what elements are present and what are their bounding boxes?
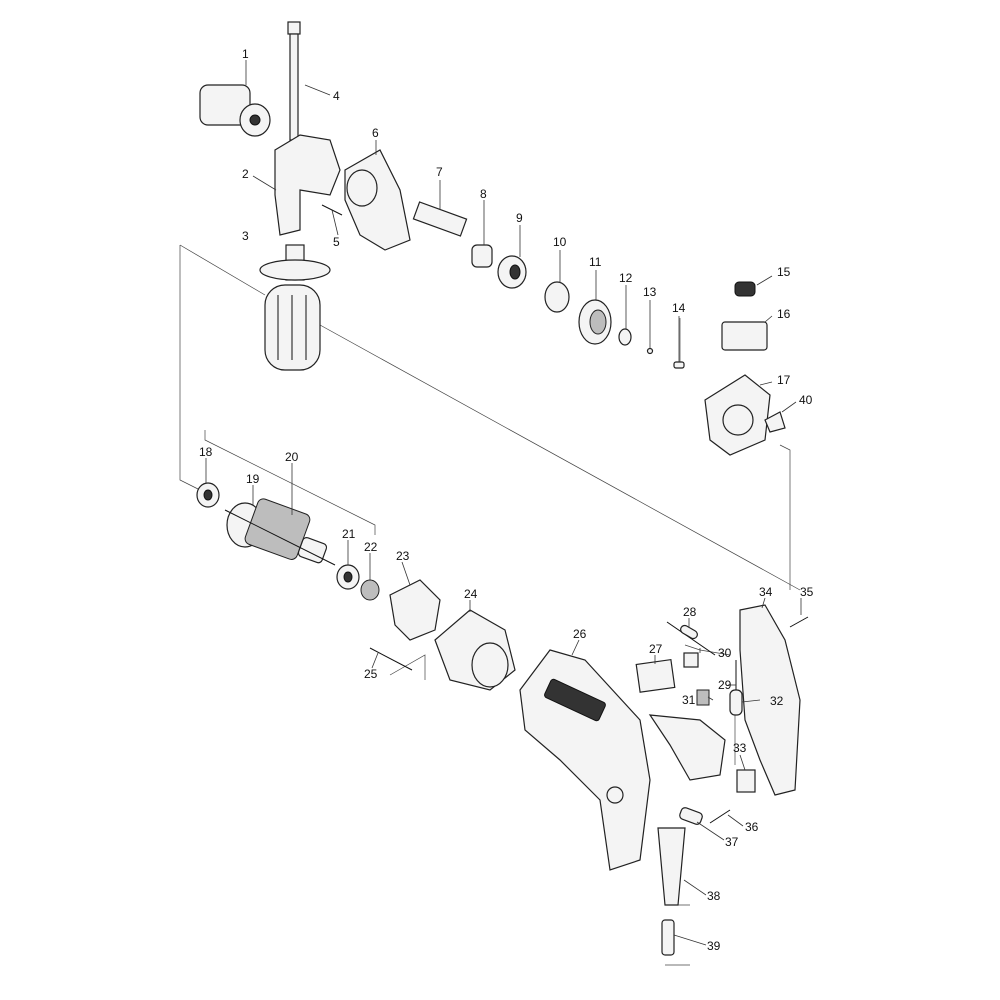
spindle-drawing (412, 201, 468, 237)
part-label-34: 34 (759, 585, 773, 599)
part-label-16: 16 (777, 307, 791, 321)
part-label-33: 33 (733, 741, 747, 755)
part-label-18: 18 (199, 445, 213, 459)
part-label-38: 38 (707, 889, 721, 903)
part-label-9: 9 (516, 211, 523, 225)
part-label-28: 28 (683, 605, 697, 619)
part-label-19: 19 (246, 472, 260, 486)
part-label-22: 22 (364, 540, 378, 554)
switch-drawing (648, 714, 726, 781)
part-drawings (196, 21, 809, 956)
part-label-5: 5 (333, 235, 340, 249)
drill-chuck-drawing (199, 84, 271, 137)
part-label-15: 15 (777, 265, 791, 279)
part-label-7: 7 (436, 165, 443, 179)
bearing-box-drawing (704, 374, 771, 456)
side-grip-drawing (259, 244, 331, 371)
motor-housing-drawing (519, 649, 651, 871)
part-label-3: 3 (242, 229, 249, 243)
part-label-6: 6 (372, 126, 379, 140)
part-label-4: 4 (333, 89, 340, 103)
handle-cover-drawing (739, 604, 801, 796)
part-label-8: 8 (480, 187, 487, 201)
part-label-1: 1 (242, 47, 249, 61)
part-label-40: 40 (799, 393, 813, 407)
part-label-35: 35 (800, 585, 814, 599)
part-label-21: 21 (342, 527, 356, 541)
part-label-10: 10 (553, 235, 567, 249)
part-label-2: 2 (242, 167, 249, 181)
part-label-29: 29 (718, 678, 732, 692)
field-drawing (434, 609, 516, 691)
part-label-12: 12 (619, 271, 633, 285)
part-labels: 1 2 3 4 5 6 7 8 9 10 11 12 13 14 15 16 1… (199, 47, 814, 953)
part-label-25: 25 (364, 667, 378, 681)
part-label-39: 39 (707, 939, 721, 953)
side-handle-grip-drawing (274, 134, 341, 236)
part-label-11: 11 (589, 255, 602, 269)
part-label-36: 36 (745, 820, 759, 834)
part-label-13: 13 (643, 285, 657, 299)
part-label-32: 32 (770, 694, 784, 708)
part-label-30: 30 (718, 646, 732, 660)
gear-housing-drawing (344, 149, 411, 251)
part-label-24: 24 (464, 587, 478, 601)
part-label-23: 23 (396, 549, 410, 563)
depth-rod-drawing (287, 21, 301, 141)
armature-drawing (224, 498, 336, 566)
leader-lines (205, 60, 802, 946)
part-label-26: 26 (573, 627, 587, 641)
part-label-27: 27 (649, 642, 663, 656)
assembly-lines (179, 244, 801, 966)
part-label-20: 20 (285, 450, 299, 464)
part-label-37: 37 (725, 835, 739, 849)
part-label-31: 31 (682, 693, 696, 707)
part-label-17: 17 (777, 373, 791, 387)
part-label-14: 14 (672, 301, 686, 315)
